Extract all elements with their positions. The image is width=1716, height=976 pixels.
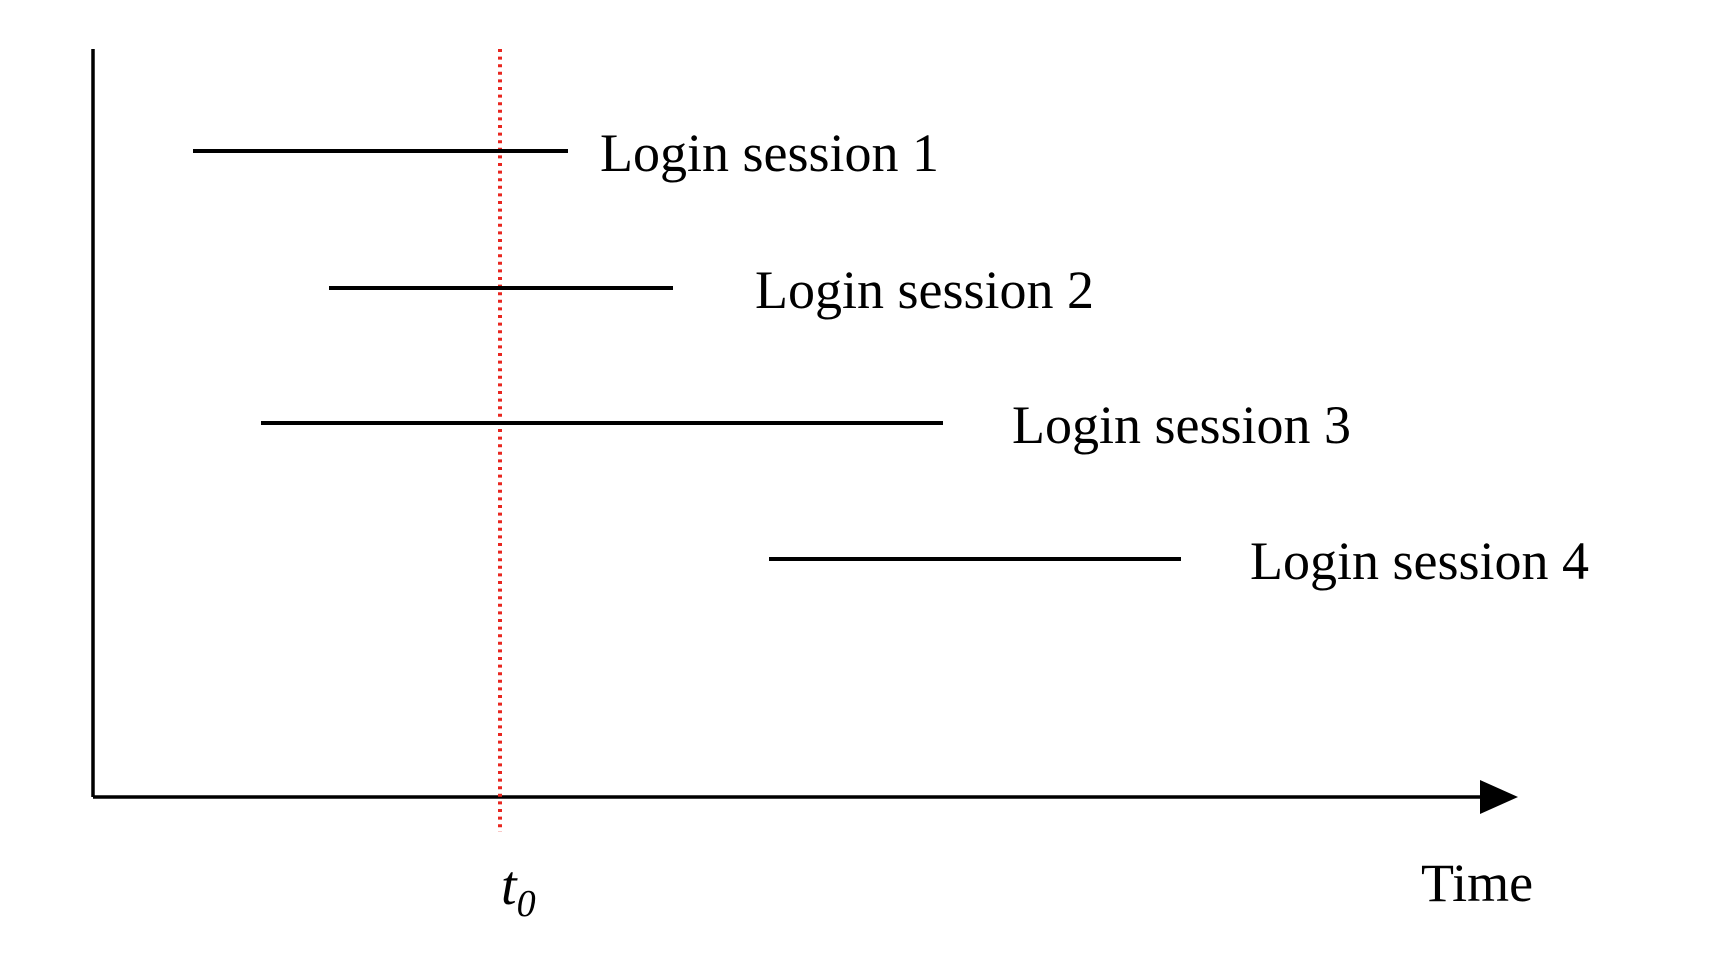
session-4-label: Login session 4: [1250, 531, 1590, 591]
t0-subscript: 0: [516, 883, 536, 926]
session-3-label: Login session 3: [1012, 395, 1352, 455]
session-lines: [193, 149, 1181, 561]
x-axis-arrowhead-icon: [1480, 780, 1518, 814]
session-2-label: Login session 2: [755, 260, 1095, 320]
time-axis-label: Time: [1421, 853, 1534, 913]
t0-label: t0: [501, 855, 536, 923]
session-1-label: Login session 1: [600, 123, 940, 183]
t0-base: t: [501, 855, 517, 917]
